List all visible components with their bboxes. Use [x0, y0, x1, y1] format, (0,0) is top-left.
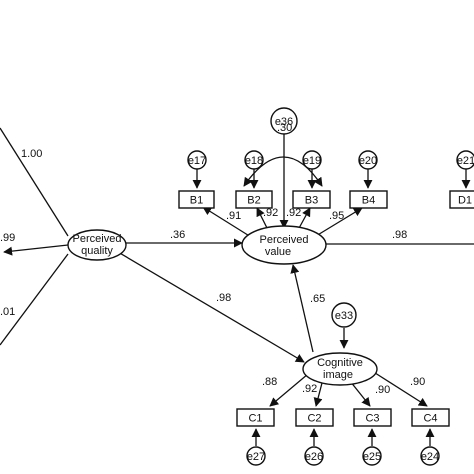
svg-text:quality: quality [81, 245, 113, 257]
coef-c4: .90 [410, 376, 425, 388]
svg-text:C3: C3 [365, 413, 379, 425]
error-e27: e27 [246, 446, 266, 466]
coef-c2: .92 [302, 383, 317, 395]
svg-text:B4: B4 [362, 195, 375, 207]
svg-text:Perceived: Perceived [260, 234, 309, 246]
indicator-c3: C3 [353, 408, 392, 427]
latent-perceived-quality: Perceived quality [67, 229, 127, 261]
svg-text:e20: e20 [359, 155, 377, 167]
loading-c2 [313, 382, 323, 407]
svg-text:e19: e19 [303, 155, 321, 167]
svg-text:e27: e27 [247, 451, 265, 463]
coef-ci-to-pv: .65 [310, 293, 325, 305]
path-pq-bot [0, 253, 69, 346]
path-ci-to-pv [290, 264, 314, 353]
svg-text:image: image [323, 369, 353, 381]
error-e36: e36 [270, 107, 298, 135]
svg-text:C1: C1 [248, 413, 262, 425]
svg-text:C2: C2 [307, 413, 321, 425]
indicator-b4: B4 [349, 190, 388, 209]
latent-cognitive-image: Cognitive image [302, 352, 378, 386]
error-e24: e24 [420, 446, 440, 466]
svg-text:value: value [265, 246, 291, 258]
coef-b1: .91 [226, 210, 241, 222]
indicator-b2: B2 [235, 190, 273, 209]
error-e17: e17 [187, 150, 207, 170]
indicator-c2: C2 [295, 408, 334, 427]
coef-pv-to-right: .98 [392, 229, 407, 241]
error-e26: e26 [304, 446, 324, 466]
svg-text:e21: e21 [457, 155, 474, 167]
coef-pq-mid: .99 [0, 232, 15, 244]
svg-text:Perceived: Perceived [73, 233, 122, 245]
latent-perceived-value: Perceived value [241, 225, 327, 265]
svg-text:B1: B1 [190, 195, 203, 207]
svg-text:e18: e18 [245, 155, 263, 167]
coef-c3: .90 [375, 384, 390, 396]
svg-text:B2: B2 [247, 195, 260, 207]
loading-b2 [256, 207, 269, 231]
svg-text:Cognitive: Cognitive [317, 357, 363, 369]
svg-text:e26: e26 [305, 451, 323, 463]
svg-text:e17: e17 [188, 155, 206, 167]
coef-pq-to-pv: .36 [170, 229, 185, 241]
covariance-arc-e36 [243, 156, 323, 187]
coef-b2: .92 [263, 207, 278, 219]
coef-pq-top: 1.00 [21, 148, 42, 160]
error-e20: e20 [358, 150, 378, 170]
loading-c1 [269, 373, 309, 407]
path-pq-to-ci [117, 251, 305, 363]
path-pq-mid [3, 244, 69, 256]
svg-text:e24: e24 [421, 451, 439, 463]
indicator-d1: D1 [449, 190, 474, 209]
svg-text:e25: e25 [363, 451, 381, 463]
svg-text:e33: e33 [335, 310, 353, 322]
coef-pq-to-ci: .98 [216, 292, 231, 304]
indicator-b1: B1 [178, 190, 215, 209]
loading-b1 [202, 206, 252, 238]
svg-text:B3: B3 [305, 195, 318, 207]
error-e21: e21 [456, 150, 474, 170]
svg-text:C4: C4 [423, 413, 437, 425]
path-pq-top [0, 127, 69, 237]
svg-text:e36: e36 [275, 116, 293, 128]
indicator-b3: B3 [292, 190, 331, 209]
error-e18: e18 [244, 150, 264, 170]
loading-c4 [371, 370, 428, 407]
indicator-c1: C1 [236, 408, 275, 427]
loading-b3 [297, 207, 311, 231]
loading-c3 [349, 380, 371, 407]
coef-pq-bot: .01 [0, 306, 15, 318]
svg-text:D1: D1 [458, 195, 472, 207]
coef-cov-e36: .30 [277, 122, 292, 134]
coef-b4: .95 [329, 210, 344, 222]
error-e19: e19 [302, 150, 322, 170]
coef-c1: .88 [262, 376, 277, 388]
coef-b3: .92 [286, 207, 301, 219]
error-e25: e25 [362, 446, 382, 466]
indicator-c4: C4 [411, 408, 450, 427]
error-e33: e33 [331, 302, 357, 328]
loading-b4 [315, 207, 363, 237]
